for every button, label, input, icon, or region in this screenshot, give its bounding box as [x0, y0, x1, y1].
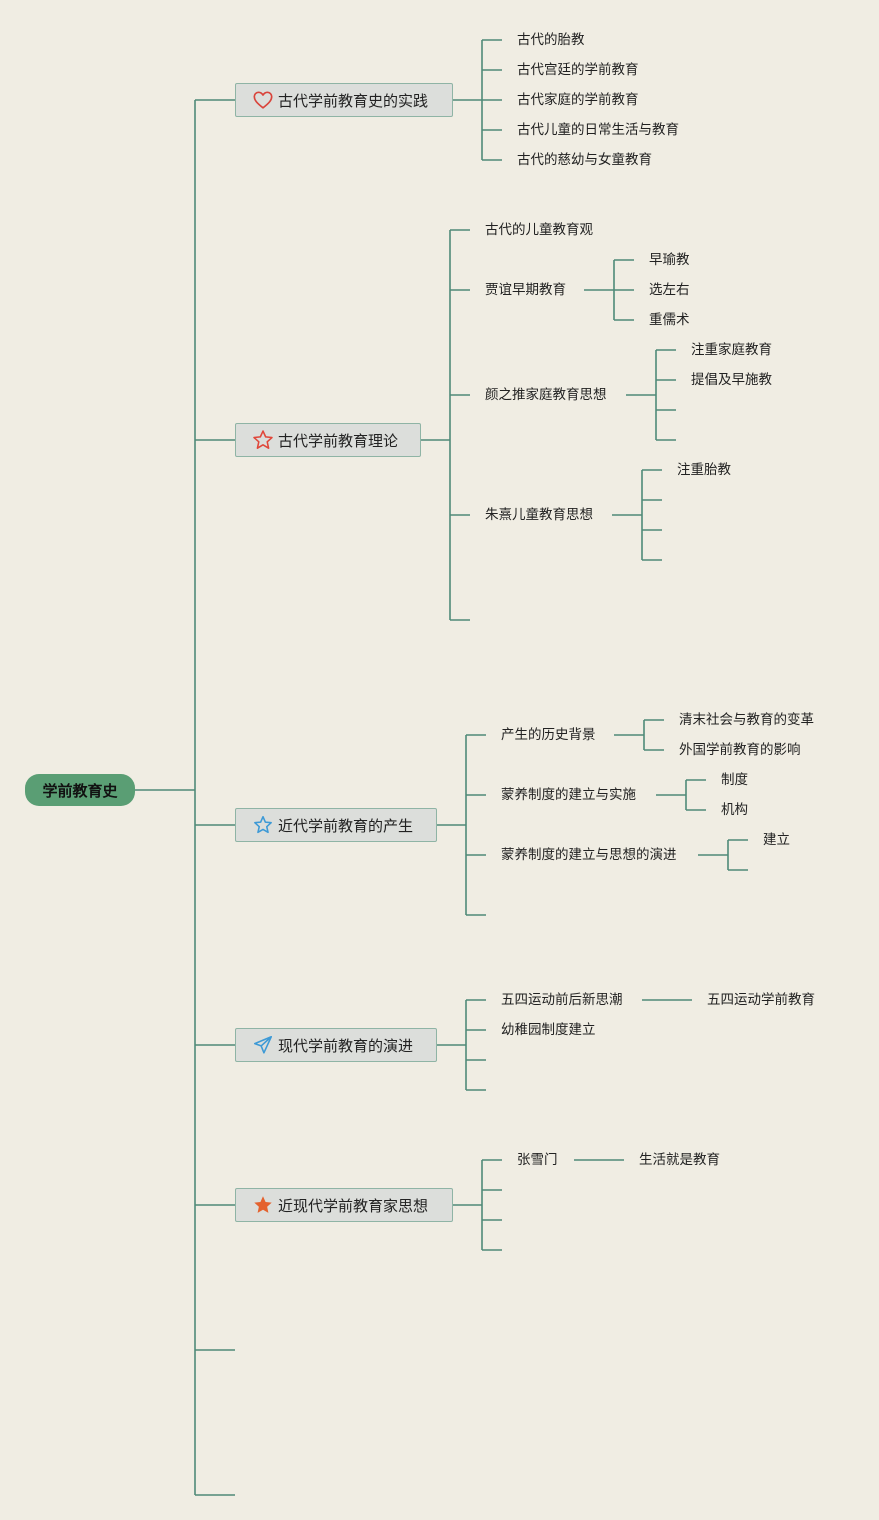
- list-item[interactable]: 颜之推家庭教育思想: [485, 387, 607, 403]
- branch-contemporary-evolution[interactable]: 现代学前教育的演进: [235, 1028, 437, 1062]
- list-item[interactable]: 古代宫廷的学前教育: [517, 62, 639, 78]
- star-outline-icon: [252, 429, 274, 451]
- list-item[interactable]: 外国学前教育的影响: [679, 742, 801, 758]
- list-item[interactable]: 五四运动学前教育: [707, 992, 815, 1008]
- list-item[interactable]: 古代的胎教: [517, 32, 585, 48]
- list-item[interactable]: 古代的慈幼与女童教育: [517, 152, 652, 168]
- list-item[interactable]: 清末社会与教育的变革: [679, 712, 814, 728]
- list-item[interactable]: 产生的历史背景: [501, 727, 596, 743]
- list-item[interactable]: 古代的儿童教育观: [485, 222, 593, 238]
- branch-ancient-theory[interactable]: 古代学前教育理论: [235, 423, 421, 457]
- root-node[interactable]: 学前教育史: [25, 774, 135, 806]
- connector-b3-bg: [614, 719, 664, 751]
- list-item[interactable]: 早瑜教: [649, 252, 690, 268]
- paper-plane-icon: [252, 1034, 274, 1056]
- list-item[interactable]: 五四运动前后新思潮: [501, 992, 623, 1008]
- branch-label: 近现代学前教育家思想: [278, 1196, 429, 1215]
- list-item[interactable]: 古代儿童的日常生活与教育: [517, 122, 679, 138]
- list-item[interactable]: 选左右: [649, 282, 690, 298]
- list-item[interactable]: 重儒术: [649, 312, 690, 328]
- list-item[interactable]: 生活就是教育: [639, 1152, 720, 1168]
- connector-b3-mengyang: [656, 779, 706, 811]
- branch-educators-thought[interactable]: 近现代学前教育家思想: [235, 1188, 453, 1222]
- list-item[interactable]: 制度: [721, 772, 748, 788]
- star-filled-icon: [252, 1194, 274, 1216]
- list-item[interactable]: 蒙养制度的建立与思想的演进: [501, 847, 677, 863]
- connector-b3-yanjin: [698, 839, 748, 871]
- list-item[interactable]: 机构: [721, 802, 748, 818]
- list-item[interactable]: 注重胎教: [677, 462, 731, 478]
- connector-b2-jiayi: [584, 259, 634, 321]
- branch-label: 现代学前教育的演进: [278, 1036, 414, 1055]
- list-item[interactable]: 张雪门: [517, 1152, 558, 1168]
- heart-outline-icon: [252, 89, 274, 111]
- list-item[interactable]: 古代家庭的学前教育: [517, 92, 639, 108]
- branch-label: 古代学前教育理论: [278, 431, 399, 450]
- list-item[interactable]: 注重家庭教育: [691, 342, 772, 358]
- star-outline-blue-icon: [252, 814, 274, 836]
- branch-modern-emergence[interactable]: 近代学前教育的产生: [235, 808, 437, 842]
- branch-ancient-practice[interactable]: 古代学前教育史的实践: [235, 83, 453, 117]
- branch-label: 古代学前教育史的实践: [278, 91, 429, 110]
- branch-label: 近代学前教育的产生: [278, 816, 414, 835]
- list-item[interactable]: 幼稚园制度建立: [501, 1022, 596, 1038]
- list-item[interactable]: 朱熹儿童教育思想: [485, 507, 593, 523]
- connector-b2-zhu: [612, 469, 662, 561]
- connector-b2-yan: [626, 349, 676, 441]
- list-item[interactable]: 蒙养制度的建立与实施: [501, 787, 636, 803]
- list-item[interactable]: 提倡及早施教: [691, 372, 772, 388]
- list-item[interactable]: 贾谊早期教育: [485, 282, 566, 298]
- list-item[interactable]: 建立: [763, 832, 790, 848]
